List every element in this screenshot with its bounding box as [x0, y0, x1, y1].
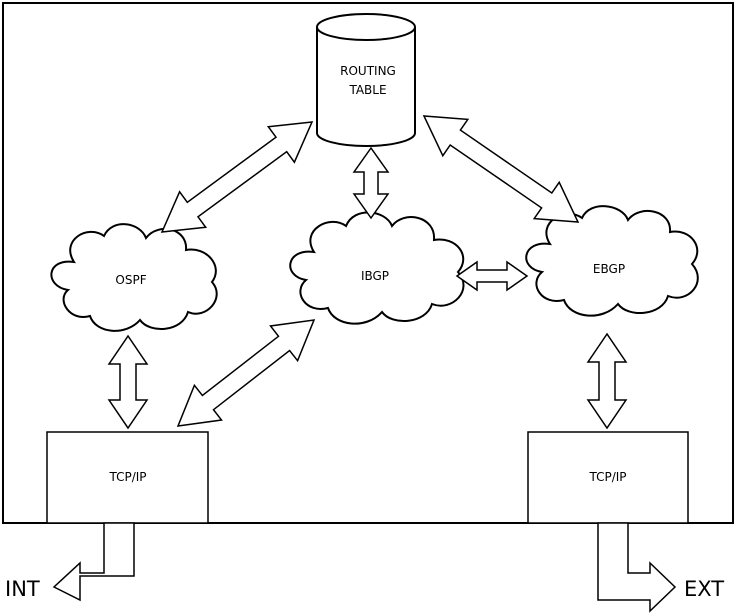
ibgp-label: IBGP: [361, 269, 389, 283]
tcp-ip-right-label: TCP/IP: [588, 470, 626, 484]
connection-arrows: [107, 115, 628, 430]
routing-table-label-line2: TABLE: [348, 83, 386, 97]
ebgp-cloud: [525, 205, 699, 317]
int-arrow-shape: [52, 522, 135, 602]
arrow-routing-table-ibgp: [352, 146, 390, 220]
ospf-cloud: [50, 223, 218, 332]
ext-label: EXT: [684, 577, 724, 601]
ebgp-label: EBGP: [593, 262, 625, 276]
ospf-label: OSPF: [115, 273, 146, 287]
arrow-routing-table-ebgp: [422, 115, 580, 223]
ebgp-node: EBGP: [525, 205, 699, 317]
ext-arrow-shape: [597, 522, 677, 613]
ibgp-node: IBGP: [289, 211, 465, 325]
routing-table-node: ROUTING TABLE: [316, 13, 416, 147]
arrow-ebgp-tcp-right: [586, 332, 628, 430]
arrow-ibgp-tcp-left: [176, 319, 316, 427]
tcp-ip-left-box: [46, 431, 209, 524]
arrow-ospf-tcp-left: [107, 334, 149, 430]
tcp-ip-right-box: [527, 431, 689, 524]
routing-table-cylinder-rim: [316, 26, 416, 41]
tcp-ip-left-node: TCP/IP: [46, 431, 209, 524]
routing-table-label-line1: ROUTING: [340, 64, 396, 78]
arrow-ibgp-ebgp: [455, 260, 529, 292]
arrow-ospf-routing-table: [160, 121, 314, 233]
tcp-ip-right-node: TCP/IP: [527, 431, 689, 524]
int-label: INT: [5, 577, 40, 601]
tcp-ip-left-label: TCP/IP: [108, 470, 146, 484]
routing-table-cylinder: [316, 13, 416, 147]
ospf-node: OSPF: [50, 223, 218, 332]
